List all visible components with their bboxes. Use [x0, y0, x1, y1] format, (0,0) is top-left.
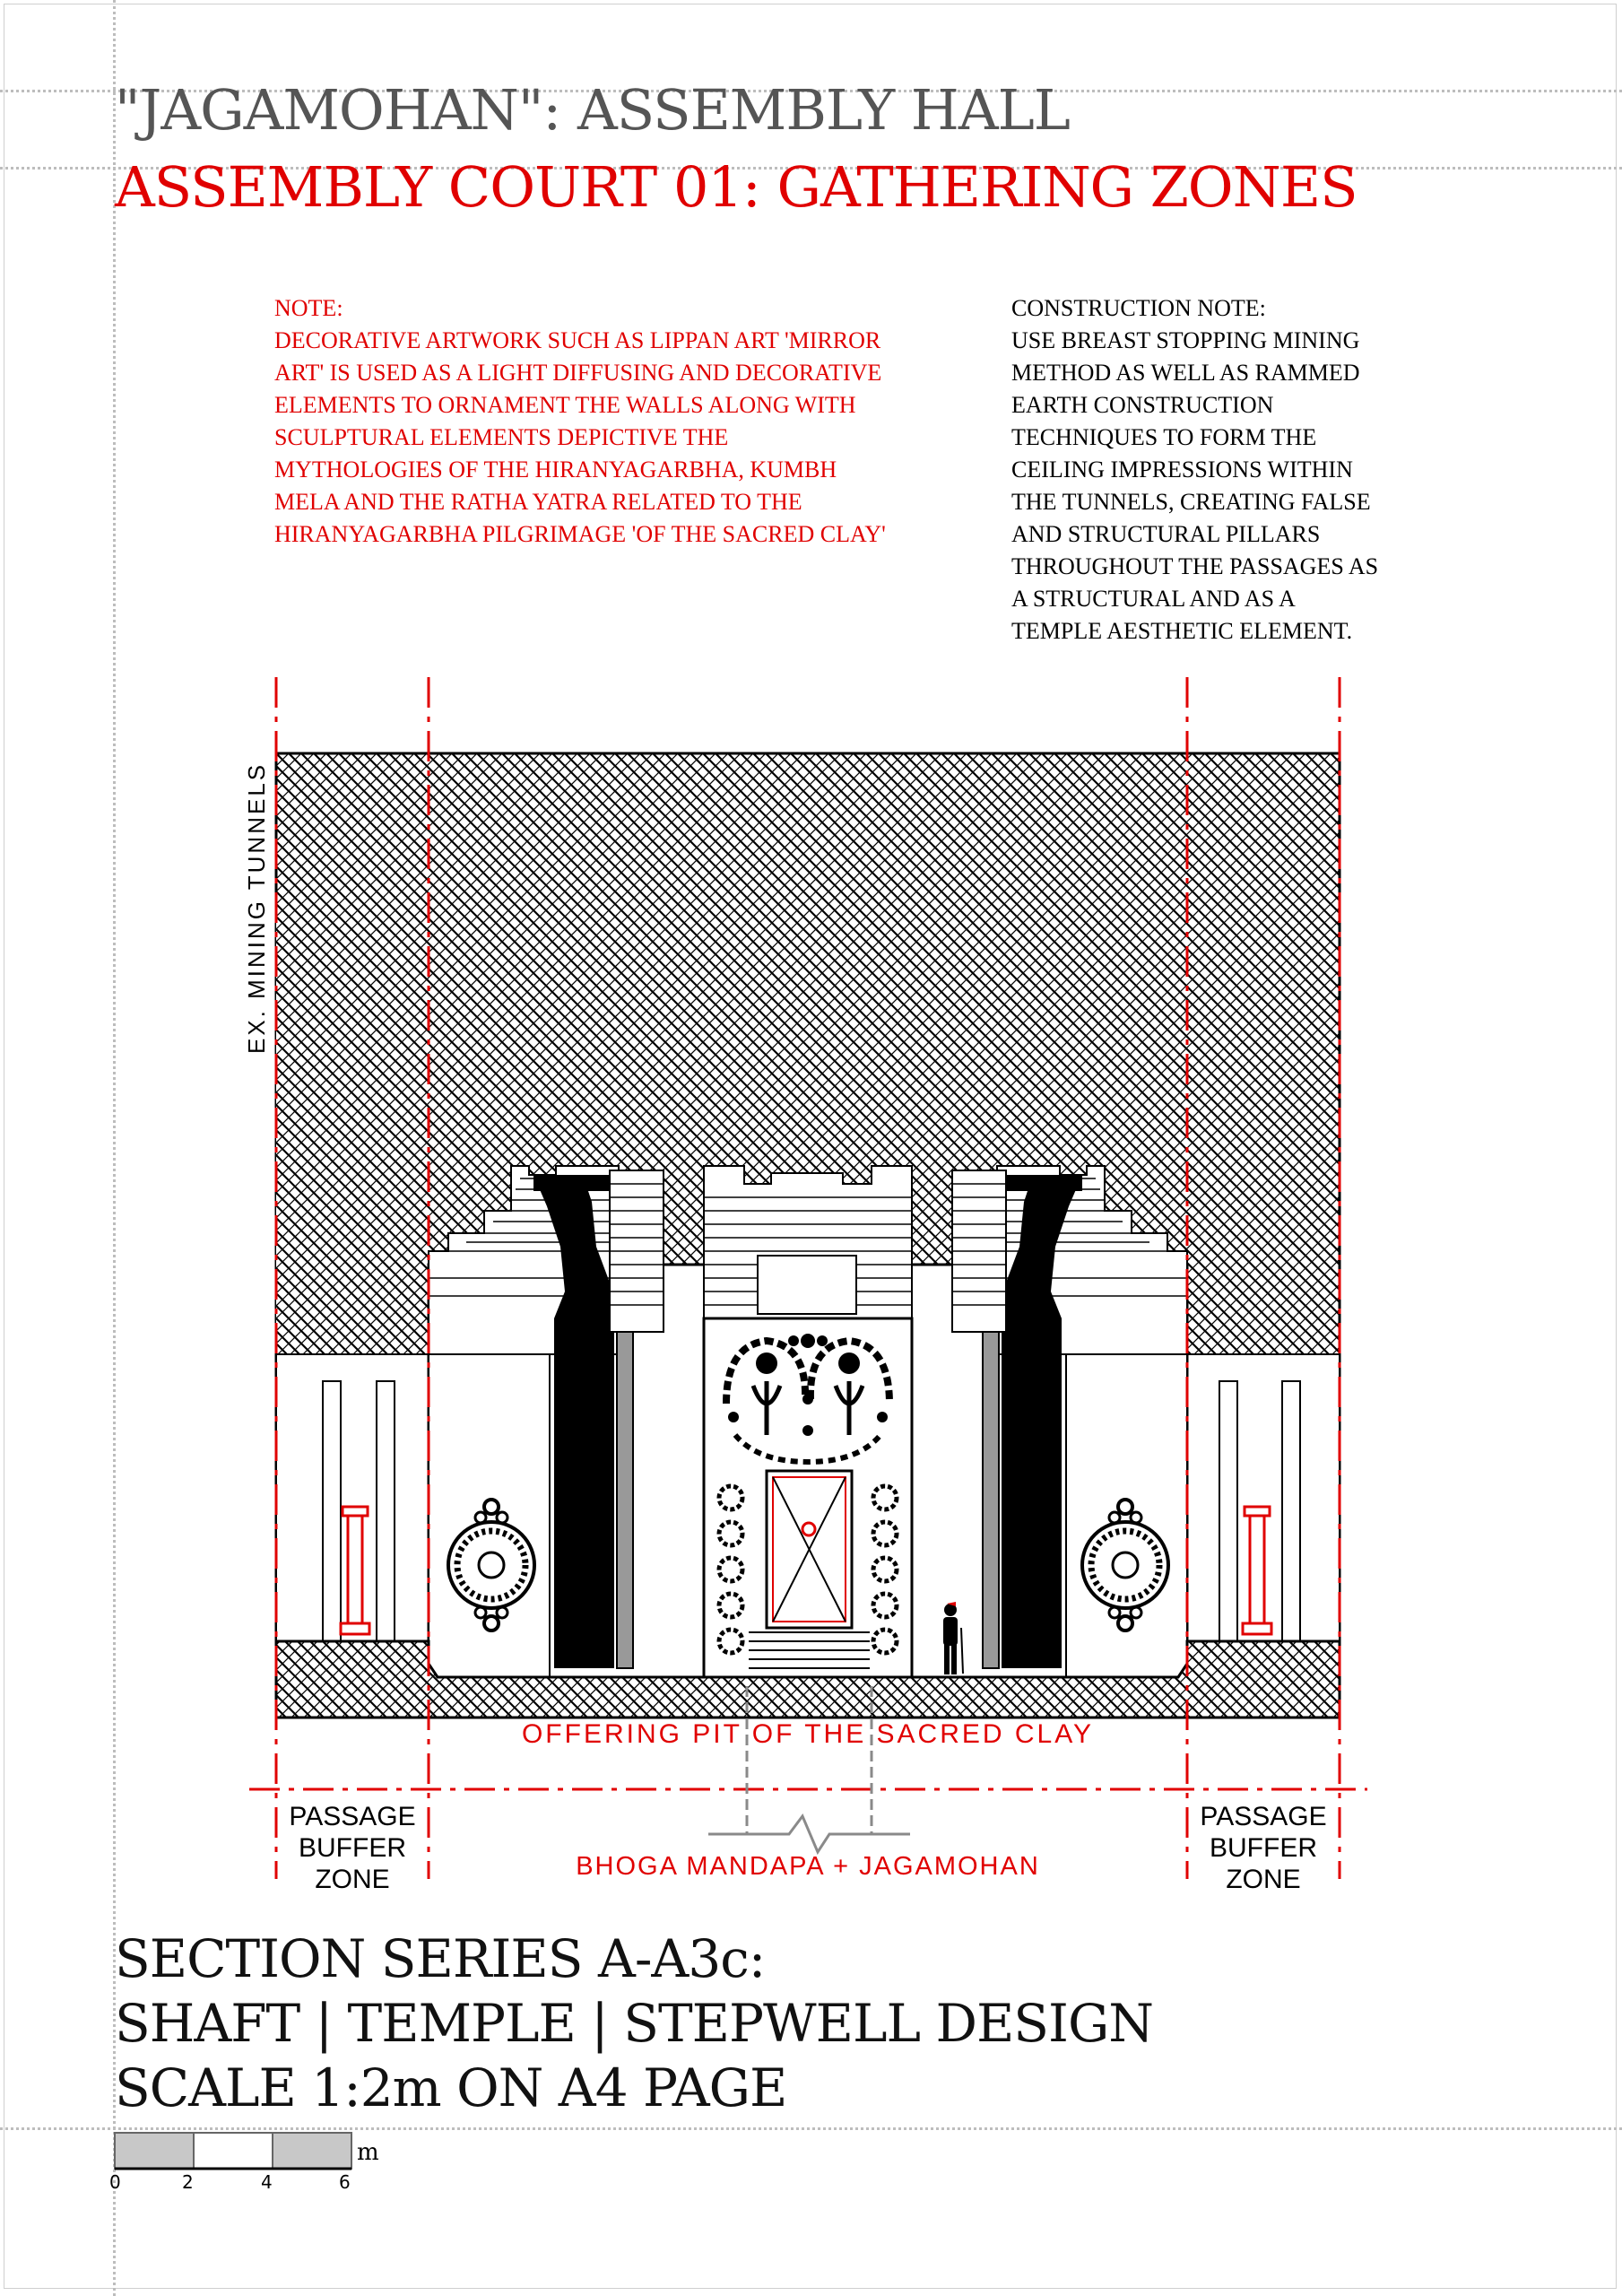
- break-line: [708, 1686, 910, 1856]
- zone-left-line-1: PASSAGE: [289, 1802, 415, 1831]
- left-mirror-medallion: [447, 1498, 536, 1632]
- lippan-ornament: [723, 1334, 893, 1465]
- page-frame: [4, 4, 1617, 2289]
- zone-center-label: BHOGA MANDAPA + JAGAMOHAN: [576, 1852, 1040, 1881]
- shrine-rosettes-right: [871, 1483, 899, 1656]
- page-title: "JAGAMOHAN": ASSEMBLY HALL: [115, 77, 1071, 143]
- guide-line-bottom: [0, 2127, 1622, 2130]
- right-red-column: [1241, 1505, 1273, 1636]
- design-note: NOTE: DECORATIVE ARTWORK SUCH AS LIPPAN …: [274, 295, 886, 547]
- section-series: SECTION SERIES A-A3c:: [115, 1928, 766, 1989]
- scale-unit: m: [357, 2139, 379, 2166]
- tunnel-side-label: EX. MINING TUNNELS: [243, 762, 270, 1054]
- zone-right-line-3: ZONE: [1226, 1865, 1300, 1894]
- offering-pit-label: OFFERING PIT OF THE SACRED CLAY: [522, 1719, 1094, 1749]
- zone-right-label: PASSAGE BUFFER ZONE: [1200, 1802, 1326, 1894]
- section-scale: SCALE 1:2m ON A4 PAGE: [115, 2057, 787, 2118]
- guide-line-title: [0, 167, 1622, 170]
- construction-note: CONSTRUCTION NOTE: USE BREAST STOPPING M…: [1011, 295, 1379, 644]
- zone-left-line-3: ZONE: [315, 1865, 389, 1894]
- page-subtitle: ASSEMBLY COURT 01: GATHERING ZONES: [115, 154, 1358, 220]
- zone-right-line-2: BUFFER: [1210, 1833, 1317, 1863]
- right-mirror-medallion: [1080, 1498, 1170, 1632]
- left-black-pillar: [533, 1170, 664, 1669]
- guide-line-left: [113, 0, 116, 2296]
- scale-bar: m 0 2 4 6: [109, 2132, 379, 2193]
- scale-tick-2: 2: [182, 2171, 194, 2193]
- shrine-doorway: [749, 1469, 870, 1669]
- right-passage-opening: [1186, 1353, 1340, 1651]
- left-passage-opening: [275, 901, 429, 1651]
- human-figure: [943, 1602, 964, 1674]
- scale-tick-4: 4: [261, 2171, 273, 2193]
- zone-left-label: PASSAGE BUFFER ZONE: [289, 1802, 415, 1894]
- section-design: SHAFT | TEMPLE | STEPWELL DESIGN: [115, 1993, 1154, 2054]
- guide-line-top: [0, 90, 1622, 92]
- scale-tick-0: 0: [109, 2171, 121, 2193]
- left-red-column: [339, 1505, 371, 1636]
- zone-right-line-1: PASSAGE: [1200, 1802, 1326, 1831]
- scale-tick-6: 6: [339, 2171, 351, 2193]
- zone-grid-lines: [249, 677, 1367, 1879]
- shrine-rosettes-left: [716, 1483, 745, 1656]
- zone-left-line-2: BUFFER: [299, 1833, 406, 1863]
- right-black-pillar: [951, 1170, 1082, 1669]
